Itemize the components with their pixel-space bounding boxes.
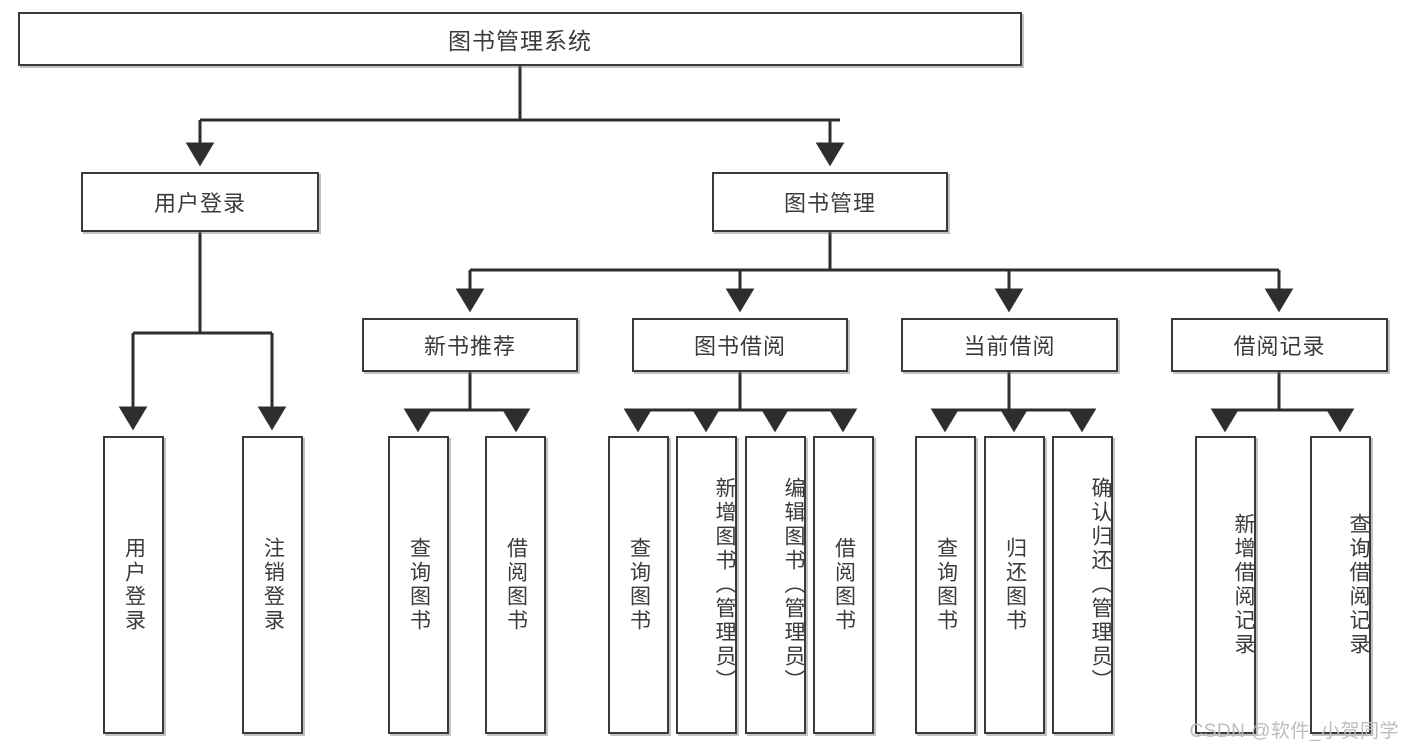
node-root-system[interactable]: 图书管理系统 xyxy=(18,12,1022,66)
node-leaf-query-book-2[interactable]: 查询图书 xyxy=(608,436,669,734)
node-leaf-return-book[interactable]: 归还图书 xyxy=(984,436,1045,734)
node-current-borrow[interactable]: 当前借阅 xyxy=(901,318,1118,372)
node-leaf-query-record[interactable]: 查询借阅记录 xyxy=(1310,436,1371,734)
node-book-manage[interactable]: 图书管理 xyxy=(712,172,948,232)
node-new-book-recommend[interactable]: 新书推荐 xyxy=(362,318,578,372)
node-leaf-borrow-book-1[interactable]: 借阅图书 xyxy=(485,436,546,734)
node-borrow-record[interactable]: 借阅记录 xyxy=(1171,318,1388,372)
node-leaf-user-login[interactable]: 用户登录 xyxy=(103,436,164,734)
node-user-login[interactable]: 用户登录 xyxy=(81,172,319,232)
node-leaf-confirm-return[interactable]: 确认归还（管理员） xyxy=(1052,436,1113,734)
node-leaf-logout[interactable]: 注销登录 xyxy=(242,436,303,734)
node-leaf-query-book-1[interactable]: 查询图书 xyxy=(388,436,449,734)
node-leaf-borrow-book-2[interactable]: 借阅图书 xyxy=(813,436,874,734)
node-leaf-query-book-3[interactable]: 查询图书 xyxy=(915,436,976,734)
watermark-credit: CSDN @软件_小贺同学 xyxy=(1189,721,1399,742)
node-leaf-edit-book[interactable]: 编辑图书（管理员） xyxy=(745,436,806,734)
node-book-borrow[interactable]: 图书借阅 xyxy=(632,318,848,372)
node-leaf-add-book[interactable]: 新增图书（管理员） xyxy=(676,436,737,734)
node-leaf-add-record[interactable]: 新增借阅记录 xyxy=(1195,436,1256,734)
